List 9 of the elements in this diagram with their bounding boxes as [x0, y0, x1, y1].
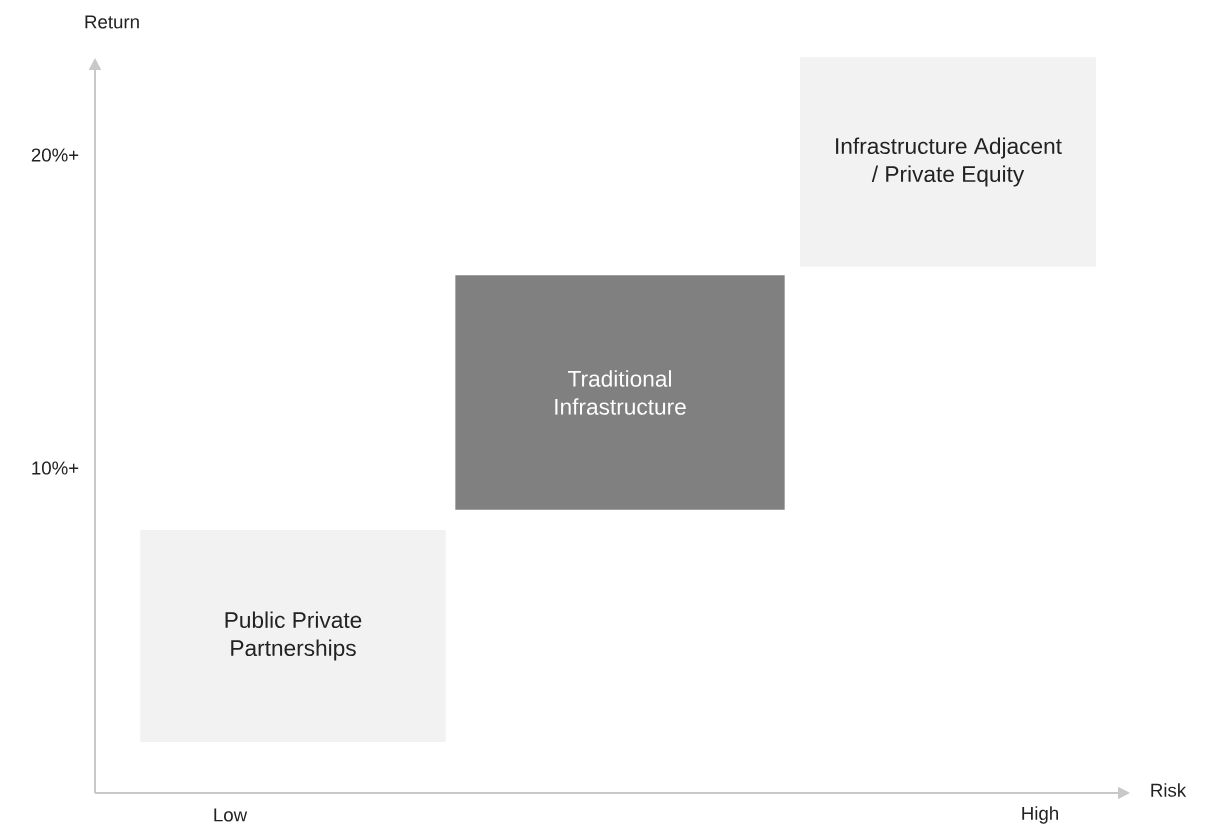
axis-label: High: [1022, 806, 1058, 824]
axis-label: Low: [214, 808, 248, 822]
category-box: Infrastructure Adjacent / Private Equity: [800, 57, 1096, 267]
category-box: Public Private Partnerships: [140, 530, 446, 742]
category-box: Traditional Infrastructure: [455, 275, 785, 510]
axis-label: 10%+: [32, 461, 79, 475]
axis-label: Return: [85, 15, 139, 29]
axis-label: Risk: [1151, 783, 1187, 797]
axis-label: 20%+: [31, 148, 79, 162]
